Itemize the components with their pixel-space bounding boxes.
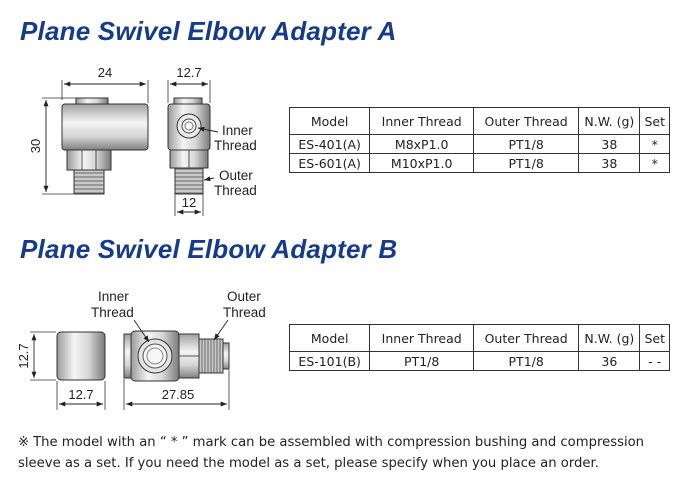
cell-inner-thread: PT1/8 — [369, 351, 475, 371]
adapter-a-side-width-label: 12.7 — [176, 65, 201, 80]
table-row: ES-101(B) PT1/8 PT1/8 36 - - — [288, 351, 670, 371]
adapter-b-width-label: 12.7 — [68, 387, 93, 402]
adapter-b-inner-label-1: Inner — [98, 289, 129, 304]
cell-model: ES-401(A) — [288, 134, 371, 154]
cell-weight: 36 — [578, 351, 641, 371]
adapter-b-end-view — [56, 331, 106, 381]
table-row: ES-401(A) M8xP1.0 PT1/8 38 * — [288, 134, 670, 154]
column-header-inner-thread: Inner Thread — [369, 324, 475, 352]
adapter-a-side-width-dimension: 12.7 — [167, 65, 211, 103]
section-a-title: Plane Swivel Elbow Adapter A — [20, 16, 397, 46]
cell-model: ES-601(A) — [288, 153, 371, 173]
adapter-b-inner-label-2: Thread — [91, 305, 134, 320]
cell-set: - - — [639, 351, 670, 371]
column-header-weight: N.W. (g) — [578, 107, 641, 135]
adapter-a-height-dimension: 30 — [28, 97, 76, 195]
adapter-a-width-label: 24 — [98, 65, 112, 80]
adapter-b-spec-table: Model Inner Thread Outer Thread N.W. (g)… — [288, 324, 670, 371]
adapter-b-height-label: 12.7 — [16, 343, 31, 368]
adapter-b-length-label: 27.85 — [162, 387, 195, 402]
adapter-b-outer-label-1: Outer — [227, 289, 261, 304]
adapter-b-length-dimension: 27.85 — [123, 370, 230, 410]
cell-model: ES-101(B) — [288, 351, 371, 371]
column-header-outer-thread: Outer Thread — [473, 324, 580, 352]
cell-weight: 38 — [578, 134, 641, 154]
adapter-b-width-dimension: 12.7 — [56, 381, 106, 410]
adapter-a-thread-dimension: 12 — [174, 194, 204, 216]
adapter-a-width-dimension: 24 — [61, 65, 149, 103]
adapter-b-side-view — [123, 330, 230, 382]
column-header-outer-thread: Outer Thread — [473, 107, 580, 135]
cell-set: * — [639, 134, 670, 154]
cell-set: * — [639, 153, 670, 173]
adapter-a-spec-table: Model Inner Thread Outer Thread N.W. (g)… — [288, 107, 670, 173]
cell-inner-thread: M8xP1.0 — [369, 134, 475, 154]
cell-weight: 38 — [578, 153, 641, 173]
cell-outer-thread: PT1/8 — [473, 351, 580, 371]
adapter-a-thread-width-label: 12 — [182, 195, 196, 210]
adapter-a-side-view — [167, 97, 211, 195]
adapter-a-height-label: 30 — [28, 139, 43, 153]
adapter-a-callouts: Inner Thread Outer Thread — [197, 123, 257, 198]
column-header-set: Set — [639, 324, 670, 352]
adapter-b-callouts: Inner Thread Outer Thread — [91, 289, 266, 343]
column-header-weight: N.W. (g) — [578, 324, 641, 352]
table-header-row: Model Inner Thread Outer Thread N.W. (g)… — [288, 107, 670, 135]
adapter-a-outer-label-2: Thread — [214, 183, 257, 198]
column-header-model: Model — [288, 107, 371, 135]
adapter-b-outer-label-2: Thread — [223, 305, 266, 320]
adapter-a-front-view — [61, 97, 149, 195]
footnote: ※The model with an “ * ” mark can be ass… — [18, 432, 673, 474]
section-b-title: Plane Swivel Elbow Adapter B — [20, 234, 398, 264]
footnote-text: The model with an “ * ” mark can be asse… — [18, 435, 645, 471]
adapter-b-height-dimension: 12.7 — [16, 331, 56, 381]
adapter-a-inner-label-2: Thread — [214, 138, 257, 153]
adapter-a-outer-label-1: Outer — [219, 168, 253, 183]
cell-inner-thread: M10xP1.0 — [369, 153, 475, 173]
table-row: ES-601(A) M10xP1.0 PT1/8 38 * — [288, 153, 670, 173]
cell-outer-thread: PT1/8 — [473, 153, 580, 173]
column-header-set: Set — [639, 107, 670, 135]
column-header-model: Model — [288, 324, 371, 352]
reference-mark-icon: ※ — [18, 435, 30, 450]
column-header-inner-thread: Inner Thread — [369, 107, 475, 135]
adapter-a-inner-label-1: Inner — [222, 123, 253, 138]
table-header-row: Model Inner Thread Outer Thread N.W. (g)… — [288, 324, 670, 352]
cell-outer-thread: PT1/8 — [473, 134, 580, 154]
